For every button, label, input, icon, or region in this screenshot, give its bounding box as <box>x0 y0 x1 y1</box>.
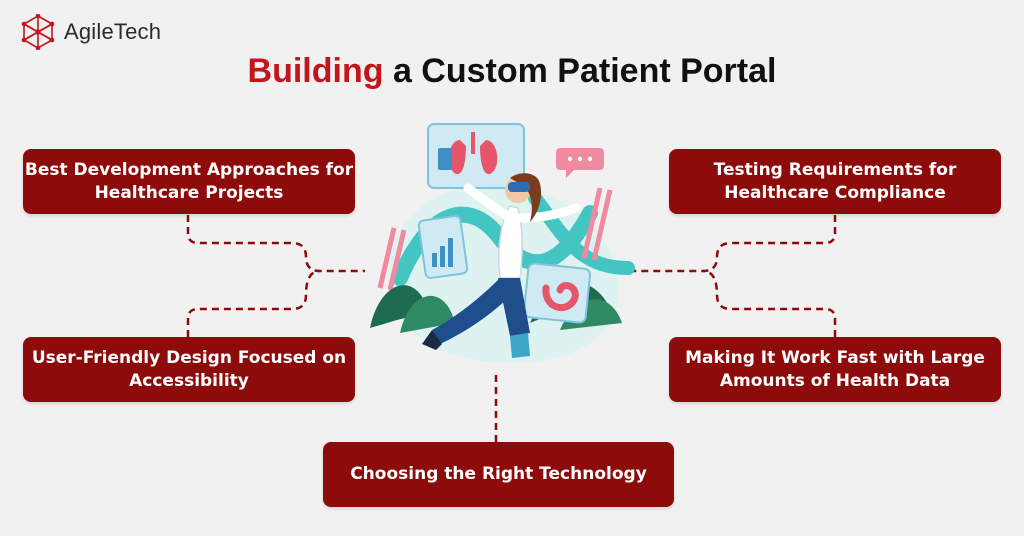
logo: AgileTech <box>20 14 161 50</box>
title-highlight: Building <box>247 52 384 90</box>
item-testing-requirements: Testing Requirements for Healthcare Comp… <box>669 149 1001 214</box>
item-best-development-approaches: Best Development Approaches for Healthca… <box>23 149 355 214</box>
item-user-friendly-design: User-Friendly Design Focused on Accessib… <box>23 337 355 402</box>
doctor-vr-illustration <box>370 123 635 363</box>
network-icon <box>21 14 55 50</box>
page-title: Building a Custom Patient Portal <box>0 52 1024 91</box>
item-choosing-technology: Choosing the Right Technology <box>323 442 674 507</box>
brand-name: AgileTech <box>64 19 162 44</box>
title-rest: a Custom Patient Portal <box>383 52 777 90</box>
item-making-it-work-fast: Making It Work Fast with Large Amounts o… <box>669 337 1001 402</box>
